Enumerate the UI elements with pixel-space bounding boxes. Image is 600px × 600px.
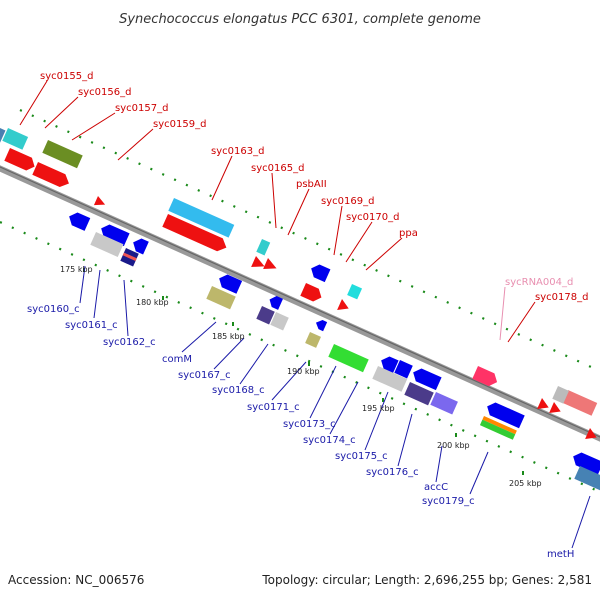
callout-leaders	[19, 80, 591, 549]
gene-label-bottom[interactable]: accC	[424, 482, 448, 493]
tick-label: 185 kbp	[212, 332, 245, 341]
gene-label-top[interactable]: syc0159_d	[153, 119, 206, 130]
tick-label: 190 kbp	[287, 367, 320, 376]
gene-label-bottom[interactable]: syc0160_c	[27, 304, 80, 315]
bottom-strand-genes	[69, 212, 600, 492]
gene-label-bottom[interactable]: syc0167_c	[178, 370, 231, 381]
gene-label-bottom[interactable]: syc0176_c	[366, 467, 419, 478]
gene-label-top[interactable]: syc0155_d	[40, 71, 93, 82]
gene-label-top[interactable]: sycRNA004_d	[505, 277, 573, 288]
gene-label-top[interactable]: syc0165_d	[251, 163, 304, 174]
tick-label: 205 kbp	[509, 479, 542, 488]
bottom-gene-labels: syc0160_c syc0161_c syc0162_c comM syc01…	[27, 304, 574, 560]
gene-label-top[interactable]: syc0157_d	[115, 103, 168, 114]
gene-label-bottom[interactable]: syc0171_c	[247, 402, 300, 413]
gene-label-top[interactable]: ppa	[399, 228, 418, 239]
gene-label-bottom[interactable]: syc0173_c	[283, 419, 336, 430]
top-gene-labels: syc0155_d syc0156_d syc0157_d syc0159_d …	[40, 71, 588, 303]
gene-label-bottom[interactable]: syc0179_c	[422, 496, 475, 507]
tick-label: 195 kbp	[362, 404, 395, 413]
gene-label-top[interactable]: syc0170_d	[346, 212, 399, 223]
gene-label-bottom[interactable]: syc0161_c	[65, 320, 118, 331]
map-title: Synechococcus elongatus PCC 6301, comple…	[119, 12, 481, 27]
gene-label-bottom[interactable]: syc0162_c	[103, 337, 156, 348]
genome-backbone	[0, 165, 600, 442]
gene-label-bottom[interactable]: syc0168_c	[212, 385, 265, 396]
accession-text: Accession: NC_006576	[8, 573, 145, 587]
gene-label-top[interactable]: psbAII	[296, 179, 327, 190]
gene-label-bottom[interactable]: syc0174_c	[303, 435, 356, 446]
gene-label-top[interactable]: syc0169_d	[321, 196, 374, 207]
gene-label-top[interactable]: syc0163_d	[211, 146, 264, 157]
gene-label-bottom[interactable]: comM	[162, 354, 192, 365]
tick-label: 175 kbp	[60, 265, 93, 274]
gene-label-top[interactable]: syc0156_d	[78, 87, 131, 98]
kbp-tick-labels: 175 kbp 180 kbp 185 kbp 190 kbp 195 kbp …	[60, 265, 542, 488]
kbp-ticks	[83, 268, 524, 475]
tick-label: 180 kbp	[136, 298, 169, 307]
gene-label-top[interactable]: syc0178_d	[535, 292, 588, 303]
tick-label: 200 kbp	[437, 441, 470, 450]
genome-summary-text: Topology: circular; Length: 2,696,255 bp…	[262, 573, 592, 587]
gene-label-bottom[interactable]: syc0175_c	[335, 451, 388, 462]
top-strand-genes	[0, 127, 598, 439]
gene-label-bottom[interactable]: metH	[547, 549, 574, 560]
